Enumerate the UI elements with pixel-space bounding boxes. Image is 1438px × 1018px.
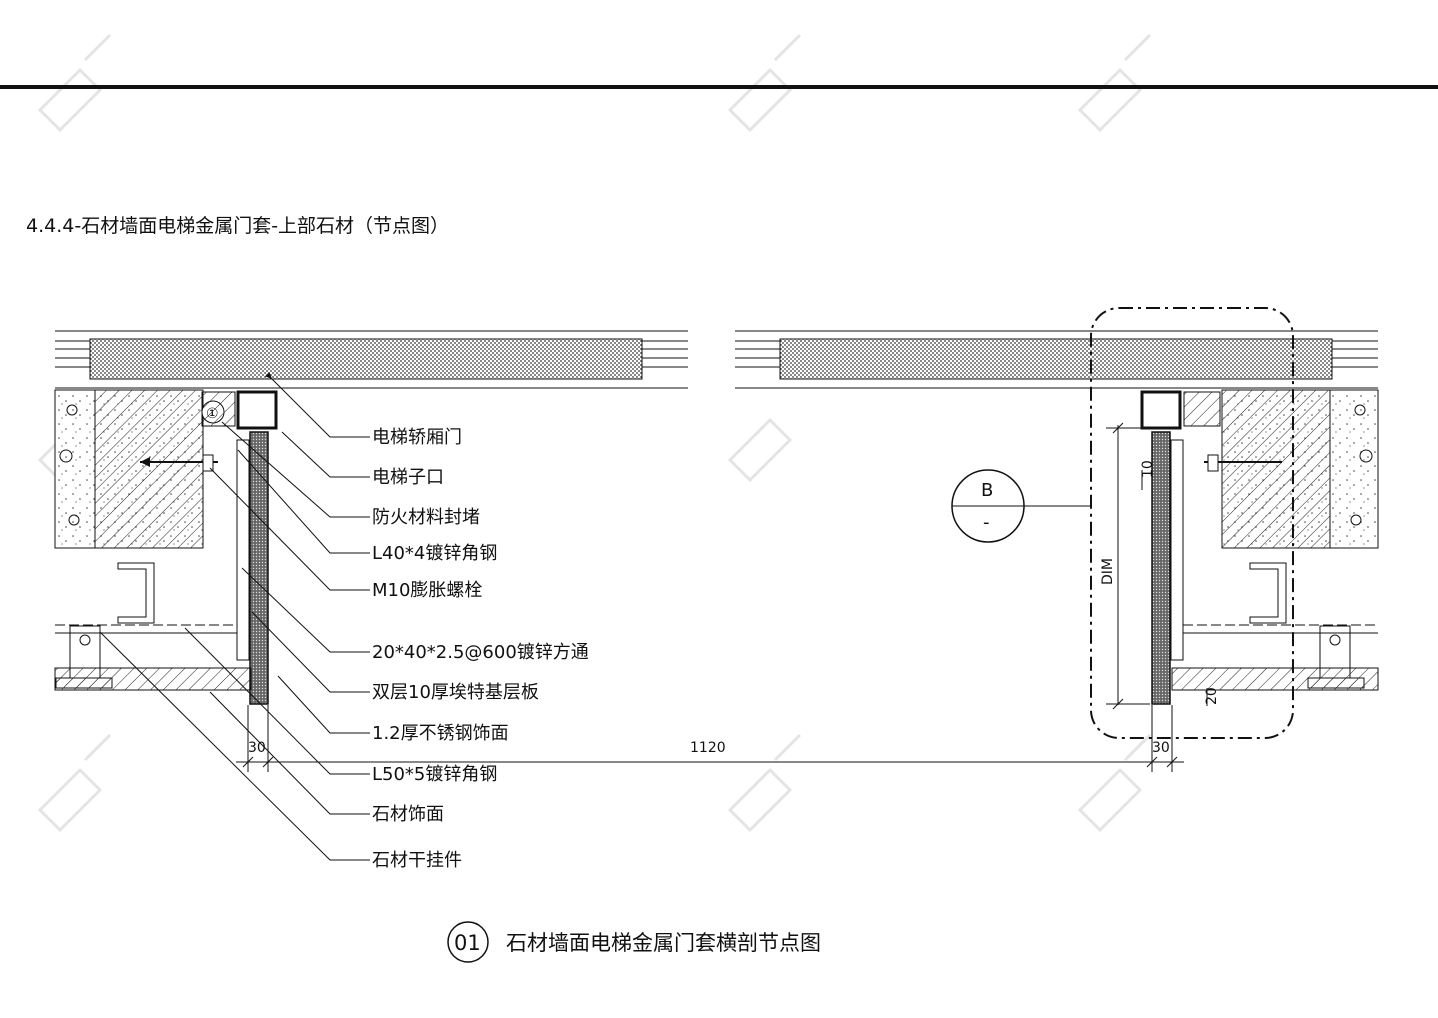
callout-angle-40: L40*4镀锌角钢 <box>372 543 497 564</box>
section-marker <box>951 469 1091 543</box>
callout-square-tube: 20*40*2.5@600镀锌方通 <box>372 642 589 663</box>
dimension-line <box>236 705 1184 772</box>
stone-face <box>54 667 252 691</box>
dim-small-b: 20 <box>1204 687 1220 705</box>
caption-text: 石材墙面电梯金属门套横剖节点图 <box>506 931 821 955</box>
callout-door-sill: 电梯子口 <box>372 467 444 488</box>
section-marker-top: B <box>981 480 993 501</box>
dim-vertical: DIM <box>1100 558 1116 585</box>
callout-base-board: 双层10厚埃特基层板 <box>372 682 539 703</box>
sill-box <box>236 390 278 430</box>
caption-bubble <box>447 921 489 963</box>
dim-small-a: 10 <box>1140 460 1156 478</box>
section-marker-bottom: - <box>983 512 990 533</box>
dim-left-offset: 30 <box>248 740 266 756</box>
callout-car-door: 电梯轿厢门 <box>372 427 462 448</box>
watermark-logo <box>37 33 1152 833</box>
callout-fire-seal: 防火材料封堵 <box>372 507 480 528</box>
dim-span: 1120 <box>690 740 726 756</box>
callout-stainless-face: 1.2厚不锈钢饰面 <box>372 723 509 744</box>
leader-lines <box>99 372 370 861</box>
callout-stone-hanger: 石材干挂件 <box>372 850 462 871</box>
callout-angle-50: L50*5镀锌角钢 <box>372 764 497 785</box>
car-door-band <box>89 338 643 380</box>
sheet-heading: 4.4.4-石材墙面电梯金属门套-上部石材（节点图） <box>26 215 449 237</box>
caption-number: 01 <box>454 931 481 955</box>
callout-stone-finish: 石材饰面 <box>372 804 444 825</box>
left-detail: ① <box>54 330 688 705</box>
callout-expansion-bolt: M10膨胀螺栓 <box>372 580 482 601</box>
callout-labels: 电梯轿厢门 电梯子口 防火材料封堵 L40*4镀锌角钢 M10膨胀螺栓 20*4… <box>372 427 589 871</box>
steel-face <box>249 431 269 705</box>
dim-right-offset: 30 <box>1152 740 1170 756</box>
right-detail <box>735 307 1379 739</box>
detail-boundary <box>1090 307 1294 739</box>
